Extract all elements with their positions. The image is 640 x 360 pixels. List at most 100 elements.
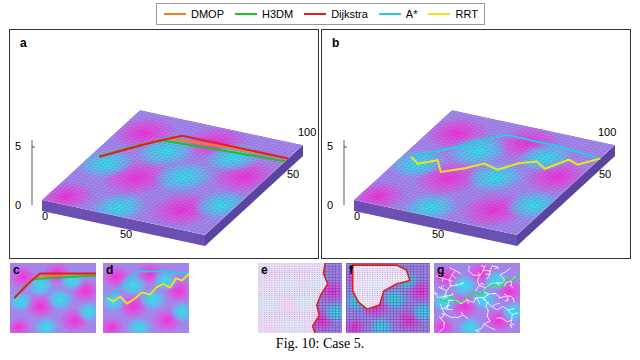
- rrt-branch: [450, 285, 457, 287]
- panel-letter: a: [20, 37, 27, 50]
- rrt-branch: [457, 317, 459, 318]
- legend-line: [163, 10, 187, 18]
- rrt-branch: [454, 276, 456, 278]
- rrt-branch: [447, 286, 451, 291]
- rrt-branch: [477, 280, 479, 285]
- rrt-branch: [436, 275, 437, 277]
- axis-tick: 50: [599, 168, 611, 181]
- rrt-branch: [435, 293, 438, 294]
- rrt-branch: [441, 319, 445, 323]
- rrt-branch: [496, 294, 501, 298]
- rrt-branch: [443, 278, 450, 280]
- rrt-branch: [458, 315, 463, 317]
- rrt-branch: [487, 316, 490, 321]
- rrt-branch: [508, 310, 512, 314]
- rrt-branch: [457, 283, 463, 285]
- rrt-branch: [505, 300, 508, 301]
- rrt-branch: [452, 293, 454, 295]
- rrt-branch: [484, 298, 485, 300]
- rrt-branch: [510, 326, 512, 329]
- legend-box: DMOP H3DM Dijkstra A* RRT: [156, 3, 485, 25]
- legend-text: A*: [406, 8, 418, 20]
- panel-letter: b: [332, 37, 339, 50]
- rrt-branch: [475, 290, 476, 291]
- rrt-branch: [507, 320, 512, 322]
- rrt-branch: [510, 324, 514, 326]
- rrt-branch: [504, 294, 507, 296]
- rrt-branch: [489, 327, 495, 330]
- rrt-branch: [480, 270, 483, 275]
- rrt-branch: [499, 297, 501, 298]
- rrt-branch: [487, 294, 489, 296]
- rrt-branch: [492, 307, 498, 310]
- rrt-branch: [489, 271, 490, 274]
- axis-tick: 0: [354, 210, 360, 223]
- rrt-branch: [486, 303, 487, 307]
- rrt-branch: [484, 298, 487, 303]
- rrt-branch: [503, 306, 508, 310]
- rrt-branch: [441, 288, 447, 291]
- rrt-branch: [511, 286, 513, 289]
- rrt-branch: [455, 270, 461, 273]
- legend-line: [303, 10, 327, 18]
- rrt-branch: [477, 298, 478, 300]
- rrt-branch: [452, 270, 456, 275]
- rrt-branch: [446, 306, 448, 309]
- panel-letter: f: [349, 264, 353, 277]
- rrt-branch: [473, 275, 480, 276]
- rrt-branch: [439, 316, 440, 318]
- rrt-branch: [445, 308, 446, 309]
- rrt-branch: [486, 306, 488, 310]
- rrt-branch: [449, 268, 455, 271]
- legend-text: H3DM: [262, 8, 293, 20]
- rrt-branch: [435, 293, 439, 298]
- axis-tick: 5: [15, 140, 21, 153]
- rrt-branch: [500, 275, 504, 279]
- rrt-branch: [495, 267, 498, 269]
- legend-entry: A*: [378, 8, 418, 20]
- axis-tick: 0: [42, 210, 48, 223]
- rrt-branch: [486, 316, 488, 318]
- legend-text: DMOP: [191, 8, 224, 20]
- rrt-branch: [450, 285, 452, 286]
- rrt-branch: [487, 301, 489, 303]
- rrt-branch: [461, 312, 463, 316]
- rrt-branch: [508, 309, 514, 311]
- rrt-branch: [484, 321, 490, 324]
- rrt-branch: [478, 272, 480, 275]
- rrt-branch: [482, 283, 485, 285]
- rrt-branch: [467, 300, 468, 303]
- rrt-branch: [442, 306, 448, 309]
- rrt-branch: [446, 309, 447, 310]
- rrt-branch: [510, 285, 512, 286]
- rrt-branch: [463, 315, 468, 319]
- legend-entry: Dijkstra: [303, 8, 368, 20]
- rrt-branch: [439, 328, 443, 332]
- rrt-branch: [501, 296, 508, 297]
- rrt-branch: [497, 306, 502, 310]
- rrt-branch: [507, 296, 508, 301]
- rrt-branch: [482, 324, 484, 328]
- rrt-branch: [449, 280, 450, 286]
- rrt-branch: [504, 283, 505, 286]
- rrt-branch: [511, 281, 512, 286]
- rrt-branch: [445, 291, 447, 296]
- axis-tick: 0: [15, 199, 21, 212]
- rrt-branch: [500, 272, 506, 275]
- rrt-branch: [445, 295, 451, 297]
- rrt-branch: [489, 293, 496, 294]
- rrt-branch: [475, 286, 479, 291]
- axis-tick: 50: [287, 168, 299, 181]
- rrt-branch: [467, 300, 473, 303]
- rrt-branch: [441, 314, 445, 318]
- rrt-branch: [499, 317, 502, 318]
- rrt-branch: [442, 278, 444, 281]
- rrt-branch: [477, 275, 480, 280]
- rrt-branch: [474, 298, 477, 299]
- rrt-branch: [447, 309, 453, 311]
- rrt-branch: [449, 278, 450, 280]
- legend-entry: RRT: [427, 8, 477, 20]
- rrt-branch: [448, 300, 449, 305]
- rrt-branch: [467, 303, 469, 305]
